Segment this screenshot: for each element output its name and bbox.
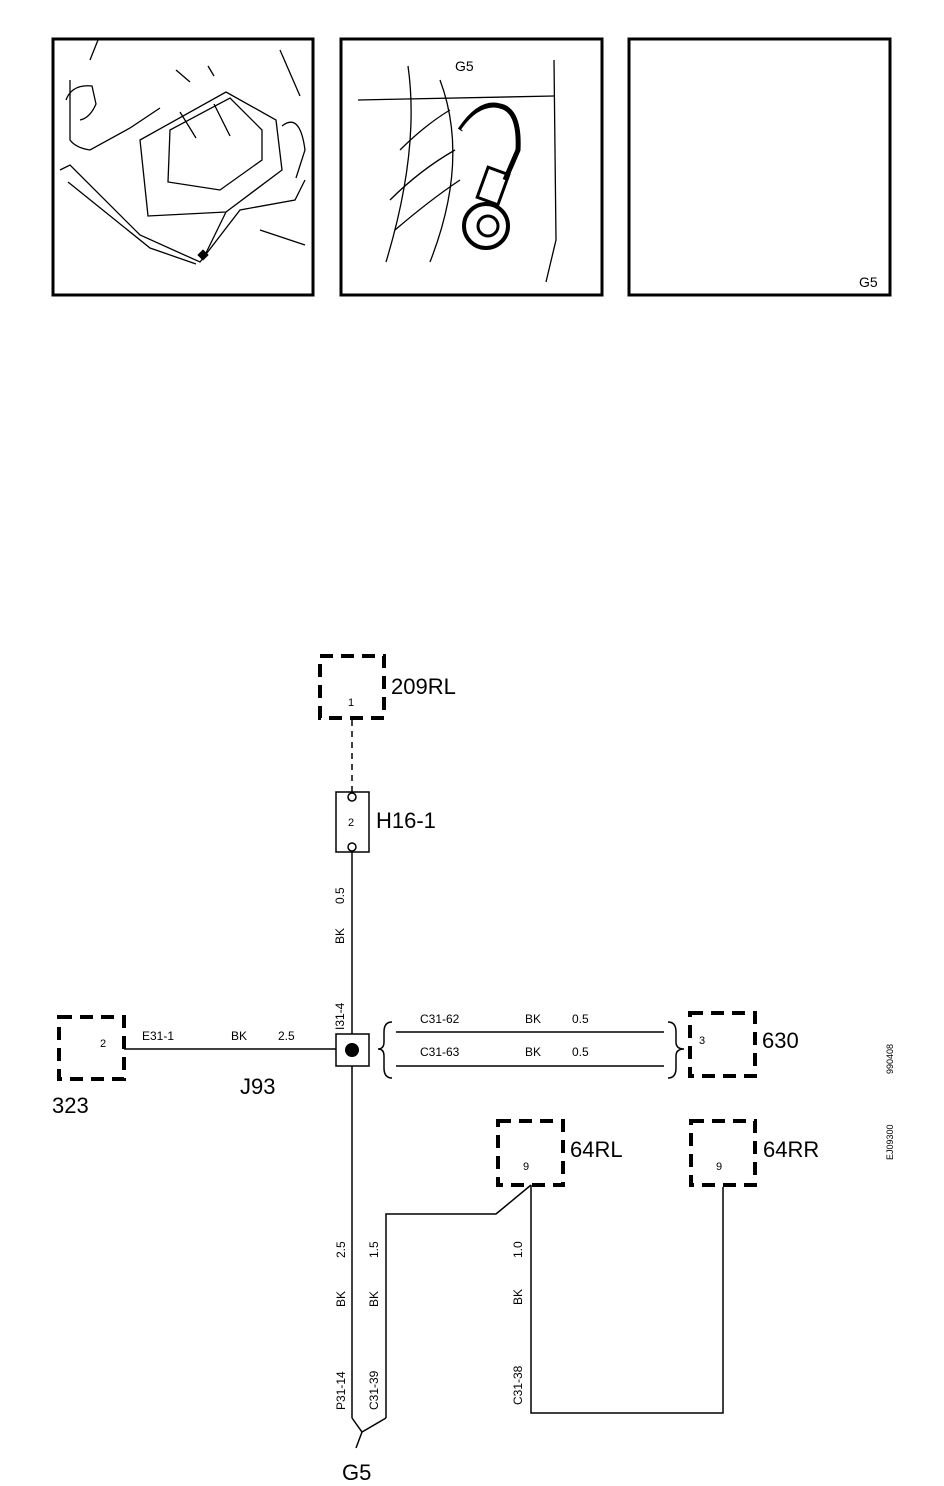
connector-630[interactable] [688, 1011, 757, 1078]
wire-c3163-size: 0.5 [572, 1045, 589, 1059]
pin-64rl: 9 [523, 1161, 529, 1173]
ground-terminal-ring [462, 202, 510, 250]
ground-junction [351, 1417, 387, 1433]
wire-c3162-color: BK [525, 1012, 541, 1026]
splice-dot-icon [345, 1043, 359, 1057]
wire-c3139-color: BK [367, 1291, 381, 1307]
label-323: 323 [52, 1093, 89, 1118]
connector-323[interactable] [57, 1015, 126, 1081]
panel3-label: G5 [859, 274, 878, 290]
splice-brace [377, 1021, 393, 1079]
wire-c3163-color: BK [525, 1045, 541, 1059]
connector-64rl[interactable] [496, 1119, 565, 1187]
ground-detail-illustration [357, 59, 557, 283]
pin-h16: 2 [348, 817, 354, 829]
seat-illustration [59, 39, 306, 265]
side-code-2: EJ09300 [885, 1124, 895, 1160]
pin-323: 2 [100, 1038, 106, 1050]
wire-c3162-pin: C31-62 [420, 1012, 460, 1026]
h16-bottom-pin-icon [347, 842, 357, 852]
wires [124, 720, 724, 1449]
wire-p3114-pin: P31-14 [334, 1371, 348, 1410]
splice-j93[interactable] [335, 1033, 370, 1067]
panel-blank: G5 [627, 37, 892, 297]
side-code-1: 990408 [885, 1044, 895, 1074]
ground-point-marker [197, 249, 209, 261]
connector-64rr[interactable] [689, 1119, 757, 1187]
connector-209rl[interactable] [318, 654, 386, 720]
wire-i31-4-pin: I31-4 [333, 1002, 347, 1030]
wire-h16-size: 0.5 [333, 887, 347, 904]
pin-630: 3 [699, 1035, 705, 1047]
label-64rl: 64RL [570, 1137, 623, 1162]
ground-lug [475, 165, 511, 207]
panel-ground-detail: G5 [339, 37, 604, 297]
wire-e31-color: BK [231, 1029, 247, 1043]
ground-prongs [355, 1431, 363, 1449]
label-64rr: 64RR [763, 1137, 819, 1162]
wire-c31-38 [530, 1185, 724, 1414]
wire-e31-pin: E31-1 [142, 1029, 174, 1043]
ground-bolt [476, 214, 500, 238]
label-g5: G5 [342, 1460, 371, 1485]
label-630: 630 [762, 1028, 799, 1053]
connector-h16-1[interactable] [335, 791, 370, 853]
wire-e31-size: 2.5 [278, 1029, 295, 1043]
wire-c3162-size: 0.5 [572, 1012, 589, 1026]
label-j93: J93 [240, 1074, 275, 1099]
wire-p3114-size: 2.5 [334, 1241, 348, 1258]
wire-c3139-pin: C31-39 [367, 1370, 381, 1410]
pin-209rl: 1 [348, 697, 354, 709]
wire-c3139-size: 1.5 [367, 1241, 381, 1258]
wire-c3163-pin: C31-63 [420, 1045, 460, 1059]
wire-c31-39 [385, 1184, 532, 1418]
panel2-label: G5 [455, 58, 474, 74]
wire-c3138-size: 1.0 [511, 1241, 525, 1258]
h16-top-pin-icon [347, 792, 357, 802]
pin-64rr: 9 [716, 1161, 722, 1173]
wire-c3138-pin: C31-38 [511, 1365, 525, 1405]
wire-c3138-color: BK [511, 1289, 525, 1305]
label-209rl: 209RL [391, 674, 456, 699]
label-h16-1: H16-1 [376, 808, 436, 833]
panel-seat-view [51, 37, 315, 297]
connector-630-brace [667, 1021, 685, 1079]
wire-p3114-color: BK [334, 1291, 348, 1307]
wire-h16-color: BK [333, 928, 347, 944]
